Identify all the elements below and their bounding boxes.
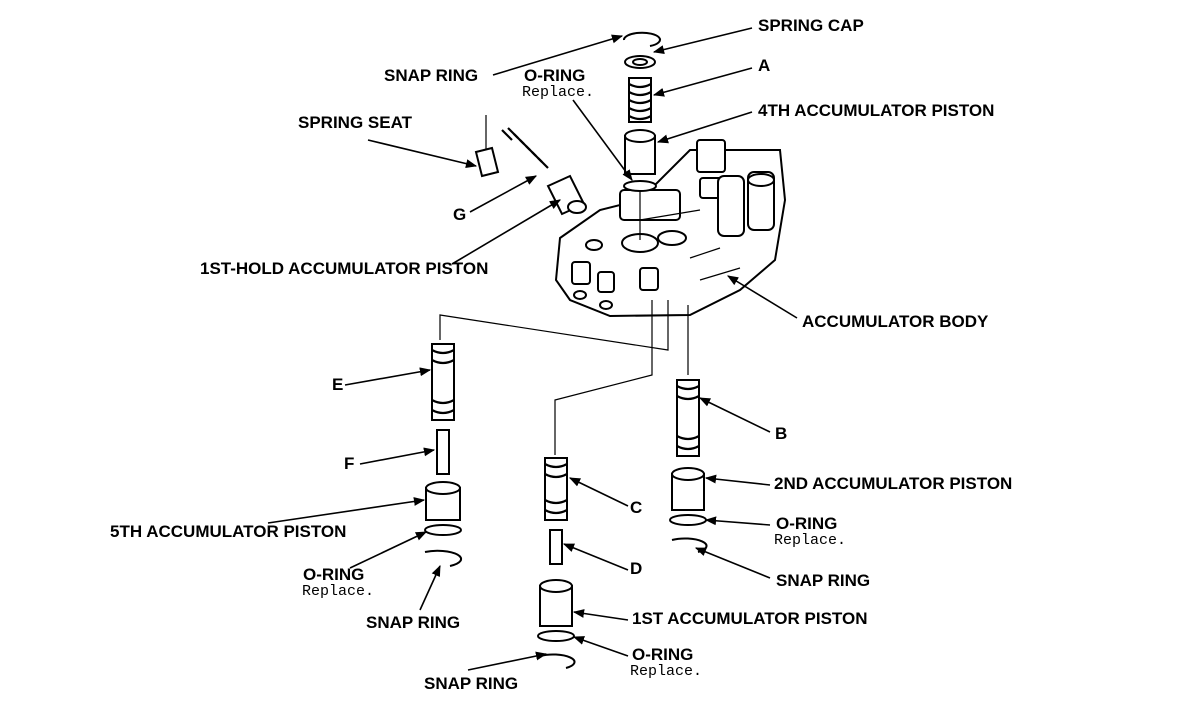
label-d: D xyxy=(630,559,643,578)
label-oring-5th-note: Replace. xyxy=(302,583,375,600)
label-spring-seat: SPRING SEAT xyxy=(298,113,412,132)
label-spring-cap: SPRING CAP xyxy=(758,16,864,35)
label-b: B xyxy=(775,424,788,443)
label-f: F xyxy=(344,454,355,473)
label-fifth-piston: 5TH ACCUMULATOR PISTON xyxy=(110,522,347,541)
fifth-stack xyxy=(424,343,463,567)
accumulator-body xyxy=(554,139,787,318)
label-a: A xyxy=(758,56,771,75)
label-oring-2nd-note: Replace. xyxy=(774,532,847,549)
guide-lines xyxy=(439,190,689,455)
label-fourth-piston: 4TH ACCUMULATOR PISTON xyxy=(758,101,995,120)
label-e: E xyxy=(332,375,344,394)
label-first-hold-piston: 1ST-HOLD ACCUMULATOR PISTON xyxy=(200,259,489,278)
label-snap-ring-5th: SNAP RING xyxy=(366,613,461,632)
label-accumulator-body: ACCUMULATOR BODY xyxy=(802,312,989,331)
label-oring-top-note: Replace. xyxy=(522,84,595,101)
label-second-piston: 2ND ACCUMULATOR PISTON xyxy=(774,474,1013,493)
label-oring-1st-note: Replace. xyxy=(630,663,703,680)
first-stack xyxy=(537,457,576,669)
label-oring-top: O-RING xyxy=(524,66,586,85)
top-stack xyxy=(623,31,661,192)
label-snap-ring-2nd: SNAP RING xyxy=(776,571,871,590)
label-snap-ring-1st: SNAP RING xyxy=(424,674,519,693)
label-snap-ring-top: SNAP RING xyxy=(384,66,479,85)
label-oring-1st: O-RING xyxy=(632,645,694,664)
label-c: C xyxy=(630,498,643,517)
label-oring-2nd: O-RING xyxy=(776,514,838,533)
label-g: G xyxy=(453,205,467,224)
second-stack xyxy=(669,379,708,553)
leader-lines xyxy=(267,27,798,671)
label-first-piston: 1ST ACCUMULATOR PISTON xyxy=(632,609,868,628)
label-oring-5th: O-RING xyxy=(303,565,365,584)
